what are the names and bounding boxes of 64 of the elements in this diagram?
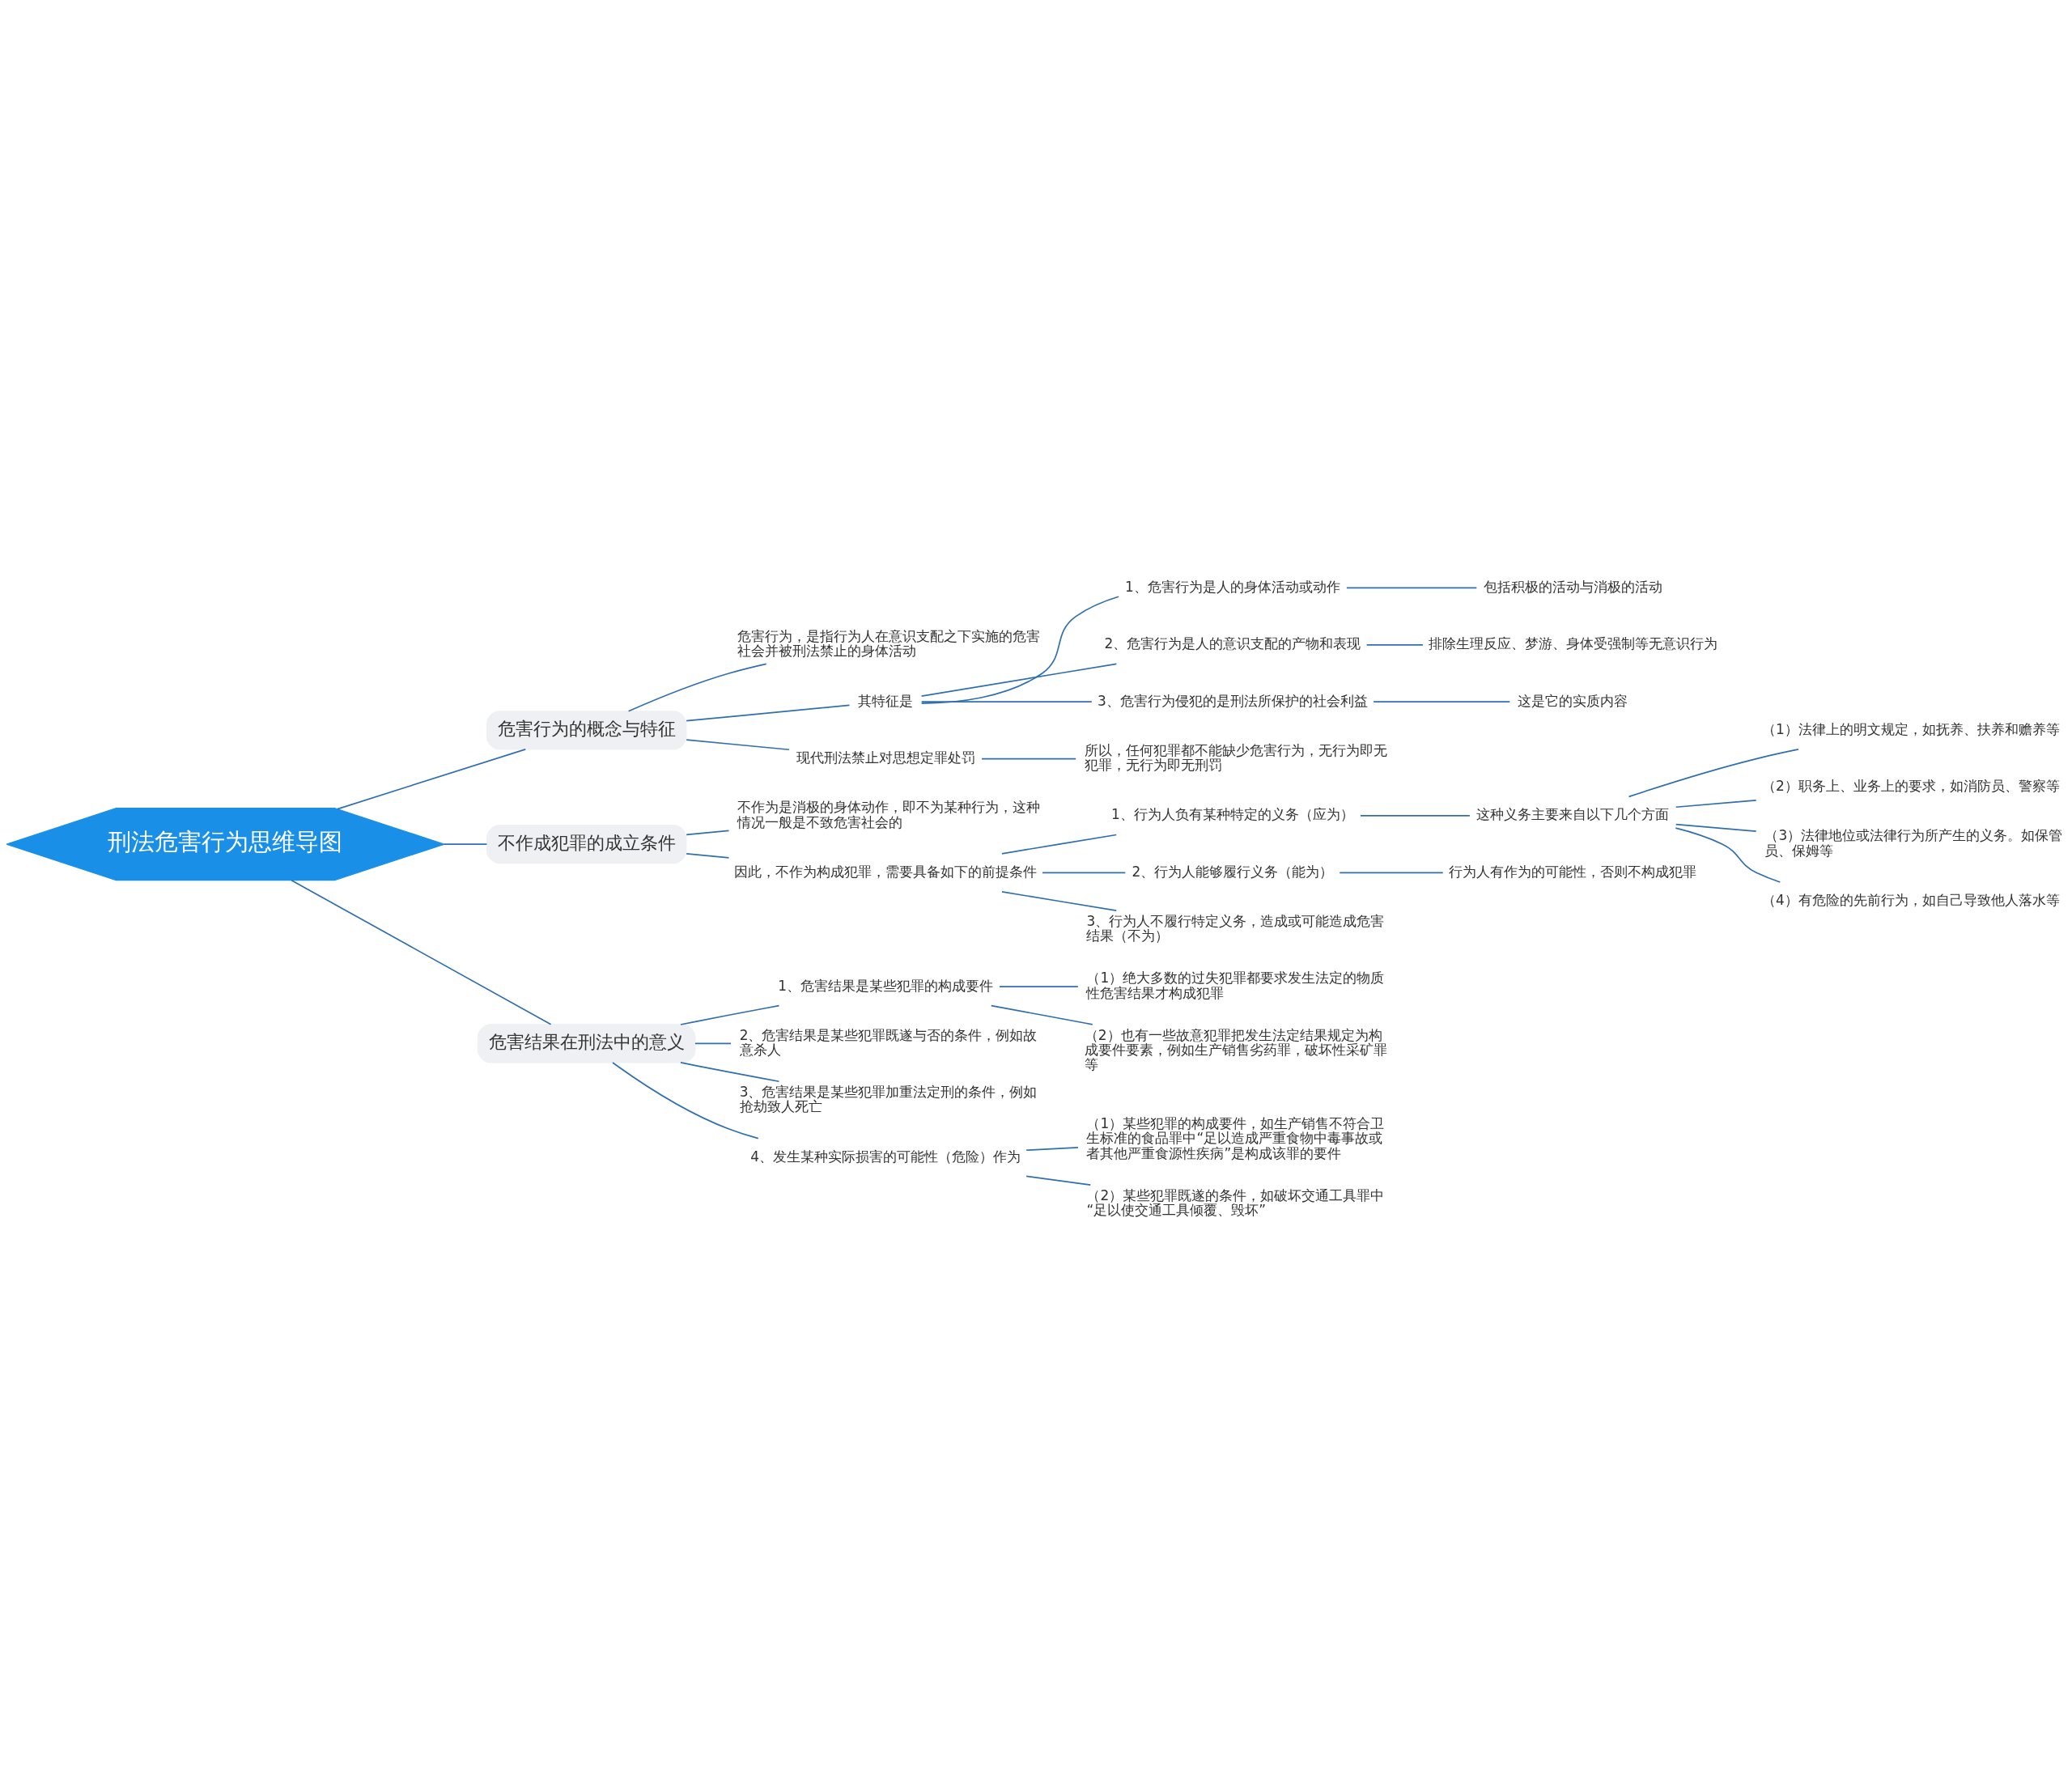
- connector: [999, 985, 1079, 987]
- connector: [920, 662, 1118, 697]
- connector: [686, 852, 730, 859]
- connector: [1001, 834, 1118, 855]
- connector: [1675, 799, 1757, 808]
- node-text: 行为人有作为的可能性，否则不构成犯罪: [1449, 863, 1697, 880]
- node-text: 不作为是消极的身体动作，即不为某种行为，这种情况一般是不致危害社会的: [737, 798, 1041, 830]
- node-text: 1、危害结果是某些犯罪的构成要件: [778, 977, 994, 994]
- connector: [1042, 872, 1127, 873]
- node-text: （2）某些犯罪既遂的条件，如破坏交通工具罪中“足以使交通工具倾覆、毁坏”: [1086, 1186, 1385, 1218]
- node-text: （2）也有一些故意犯罪把发生法定结果规定为构成要件要素，例如生产销售劣药罪，破坏性采矿罪等: [1084, 1026, 1387, 1072]
- connector: [1365, 643, 1424, 646]
- node-text: 2、危害结果是某些犯罪既遂与否的条件，例如故意杀人: [739, 1026, 1038, 1058]
- connector: [291, 879, 552, 1025]
- connector: [1025, 1146, 1079, 1151]
- connector: [680, 1061, 780, 1082]
- connector: [686, 738, 790, 750]
- node-text: 所以，任何犯罪都不能缺少危害行为，无行为即无犯罪，无行为即无刑罚: [1084, 741, 1387, 773]
- node-text: （4）有危险的先前行为，如自己导致他人落水等: [1761, 891, 2060, 908]
- connector: [694, 1042, 732, 1044]
- connector: [686, 704, 851, 722]
- node-text: （3）法律地位或法律行为所产生的义务。如保管员、保姆等: [1764, 826, 2063, 859]
- node-text: 1、行为人负有某种特定的义务（应为）: [1111, 805, 1354, 822]
- node-text: 2、危害行为是人的意识支配的产物和表现: [1104, 634, 1361, 651]
- node-text: 排除生理反应、梦游、身体受强制等无意识行为: [1428, 634, 1717, 651]
- node-box: 危害结果在刑法中的意义: [477, 1023, 696, 1063]
- connector: [1675, 826, 1781, 883]
- node-text: 其特征是: [858, 692, 914, 709]
- connector: [920, 595, 1119, 704]
- node-text: （1）绝大多数的过失犯罪都要求发生法定的物质性危害结果才构成犯罪: [1086, 969, 1385, 1001]
- connector: [337, 748, 527, 809]
- node-text: 这种义务主要来自以下几个方面: [1476, 805, 1670, 822]
- connector: [680, 1004, 780, 1025]
- connector: [1346, 587, 1478, 588]
- connector: [981, 758, 1076, 759]
- node-text: 2、行为人能够履行义务（能为）: [1132, 863, 1334, 880]
- node-text: 3、行为人不履行特定义务，造成或可能造成危害结果（不为）: [1086, 912, 1385, 944]
- node-text: 1、危害行为是人的身体活动或动作: [1125, 578, 1340, 595]
- node-text: （1）法律上的明文规定，如抚养、扶养和赡养等: [1761, 720, 2060, 737]
- connector: [1339, 872, 1444, 873]
- connector: [612, 1061, 759, 1139]
- connector: [1001, 890, 1118, 911]
- connector: [1025, 1175, 1092, 1186]
- connector: [627, 663, 767, 712]
- connector: [443, 842, 488, 845]
- node-box: 不作成犯罪的成立条件: [486, 824, 687, 864]
- node-text: （2）职务上、业务上的要求，如消防员、警察等: [1761, 777, 2060, 794]
- connector: [1373, 700, 1511, 702]
- node-box: 危害行为的概念与特征: [486, 710, 687, 749]
- connector: [1628, 748, 1799, 797]
- connector: [1675, 823, 1757, 832]
- connector: [920, 700, 1093, 702]
- node-text: （1）某些犯罪的构成要件，如生产销售不符合卫生标准的食品罪中“足以造成严重食物中毒事故或者其他严重食源性疾病”是构成该罪的要件: [1086, 1114, 1385, 1161]
- node-text: 因此，不作为构成犯罪，需要具备如下的前提条件: [734, 863, 1038, 880]
- node-text: 包括积极的活动与消极的活动: [1483, 578, 1662, 595]
- node-text: 3、危害行为侵犯的是刑法所保护的社会利益: [1098, 692, 1368, 709]
- node-text: 4、发生某种实际损害的可能性（危险）作为: [750, 1148, 1021, 1165]
- node-text: 危害行为，是指行为人在意识支配之下实施的危害社会并被刑法禁止的身体活动: [737, 627, 1041, 659]
- connector: [686, 830, 730, 835]
- connector: [990, 1004, 1093, 1025]
- connector: [1360, 814, 1471, 817]
- node-text: 这是它的实质内容: [1518, 692, 1628, 709]
- node-text: 3、危害结果是某些犯罪加重法定刑的条件，例如抢劫致人死亡: [739, 1083, 1038, 1114]
- node-text: 现代刑法禁止对思想定罪处罚: [796, 749, 975, 766]
